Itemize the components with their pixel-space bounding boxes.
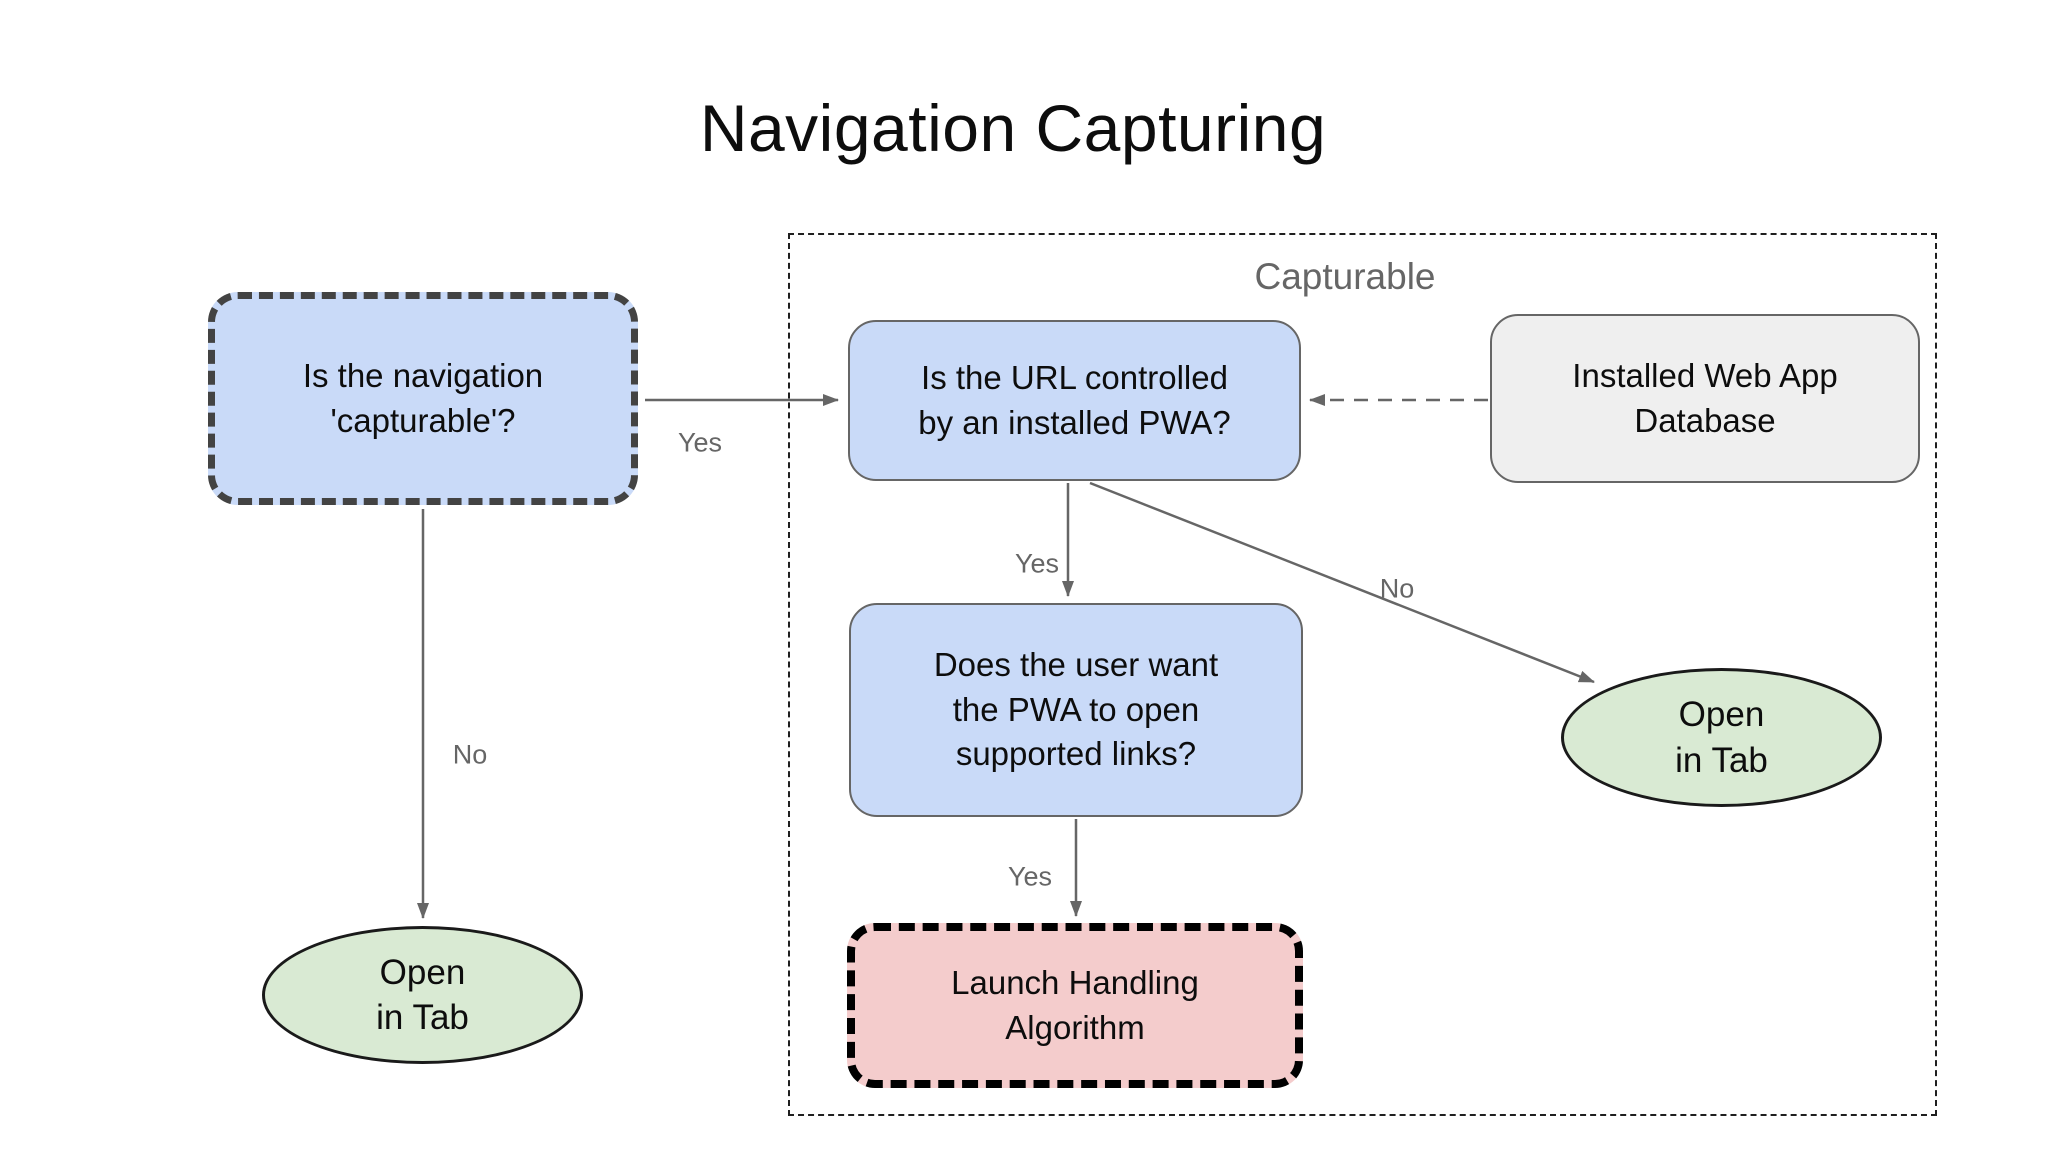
node-user-wants-pwa-open-links: Does the user want the PWA to open suppo… bbox=[849, 603, 1303, 817]
capturable-group-label: Capturable bbox=[1254, 256, 1436, 297]
node-text: Is the URL controlled by an installed PW… bbox=[918, 358, 1231, 441]
node-is-navigation-capturable: Is the navigation 'capturable'? bbox=[208, 292, 638, 505]
edge-label-url-yes: Yes bbox=[1014, 548, 1060, 579]
node-text: Does the user want the PWA to open suppo… bbox=[933, 646, 1219, 773]
edge-label-url-no: No bbox=[1379, 573, 1415, 604]
node-text: Open in Tab bbox=[376, 952, 469, 1038]
node-text: Installed Web App Database bbox=[1572, 356, 1838, 439]
node-text: Is the navigation 'capturable'? bbox=[302, 356, 544, 439]
node-url-controlled-by-pwa: Is the URL controlled by an installed PW… bbox=[848, 320, 1301, 481]
edge-label-user-yes: Yes bbox=[1007, 861, 1053, 892]
node-open-in-tab-right: Open in Tab bbox=[1561, 668, 1882, 807]
node-text: Open in Tab bbox=[1675, 695, 1768, 780]
capturable-group-container bbox=[788, 233, 1937, 1116]
edge-label-capturable-yes: Yes bbox=[677, 427, 723, 458]
page-title: Navigation Capturing bbox=[699, 91, 1327, 165]
node-text: Launch Handling Algorithm bbox=[951, 963, 1199, 1046]
edge-label-capturable-no: No bbox=[452, 739, 488, 770]
node-open-in-tab-left: Open in Tab bbox=[262, 926, 583, 1064]
node-installed-web-app-database: Installed Web App Database bbox=[1490, 314, 1920, 483]
node-launch-handling-algorithm: Launch Handling Algorithm bbox=[847, 923, 1303, 1088]
